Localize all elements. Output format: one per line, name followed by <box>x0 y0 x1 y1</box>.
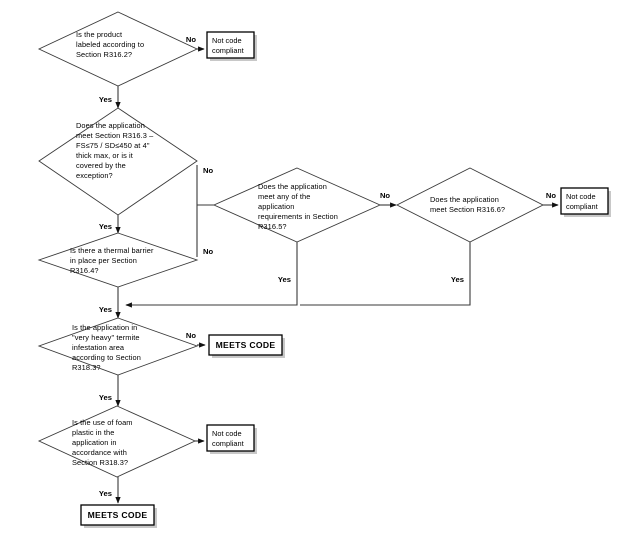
edge-label-d5-no: No <box>546 191 556 200</box>
edge-label-d3-yes: Yes <box>99 305 112 314</box>
terminal-t5[interactable] <box>80 504 155 526</box>
terminal-t2-text: Not code compliant <box>566 192 598 211</box>
decision-d7[interactable] <box>37 405 197 478</box>
terminal-t4-text: Not code compliant <box>212 429 244 448</box>
decision-d1-text: Is the product labeled according to Sect… <box>76 30 146 59</box>
terminal-t3-text: MEETS CODE <box>216 340 276 350</box>
edge-label-d2-yes: Yes <box>99 222 112 231</box>
edge-label-d6-yes: Yes <box>99 393 112 402</box>
decision-d6-text: Is the application in "very heavy" termi… <box>72 323 143 372</box>
edge-label-d1-yes: Yes <box>99 95 112 104</box>
decision-d1[interactable] <box>37 11 199 87</box>
decision-d3[interactable] <box>37 232 199 288</box>
decision-d4-text: Does the application meet any of the app… <box>258 182 340 231</box>
edge-label-d4-no: No <box>380 191 390 200</box>
edge-label-d6-no: No <box>186 331 196 340</box>
decision-d2-text: Does the application meet Section R316.3… <box>76 121 155 180</box>
decision-d5[interactable] <box>396 167 544 243</box>
terminal-t1-text: Not code compliant <box>212 36 244 55</box>
decision-d5-text: Does the application meet Section R316.6… <box>430 195 505 214</box>
edge-label-d4-yes: Yes <box>278 275 291 284</box>
edge-d5-yes <box>300 242 471 306</box>
edge-label-d7-yes: Yes <box>99 489 112 498</box>
terminal-t4[interactable] <box>206 424 255 452</box>
decision-d3-text: Is there a thermal barrier in place per … <box>70 246 156 275</box>
edge-label-d2-no: No <box>203 166 213 175</box>
decision-d6[interactable] <box>37 317 199 376</box>
decision-d2[interactable] <box>38 107 198 216</box>
decision-d7-text: Is the use of foam plastic in the applic… <box>72 418 135 467</box>
edge-label-d1-no: No <box>186 35 196 44</box>
terminal-t3[interactable] <box>208 334 283 356</box>
edge-label-d5-yes: Yes <box>451 275 464 284</box>
terminal-t5-text: MEETS CODE <box>88 510 148 520</box>
terminal-t2[interactable] <box>560 187 609 215</box>
edge-d4-yes <box>125 242 298 308</box>
decision-d4[interactable] <box>212 167 382 243</box>
terminal-t1[interactable] <box>206 31 255 59</box>
edge-label-d3-no: No <box>203 247 213 256</box>
